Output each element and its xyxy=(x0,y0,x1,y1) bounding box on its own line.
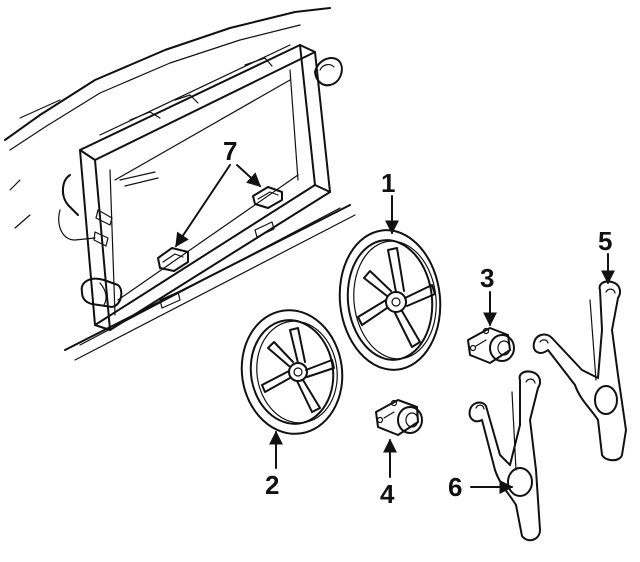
callout-4: 4 xyxy=(380,479,395,509)
callout-6: 6 xyxy=(448,472,462,502)
fan-large-part-1 xyxy=(338,229,442,371)
fan-small-part-2 xyxy=(240,309,344,435)
callout-2: 2 xyxy=(265,470,279,500)
motor-part-3 xyxy=(467,327,515,364)
bracket-part-5 xyxy=(532,280,627,462)
clip-part-7-lower xyxy=(157,247,189,272)
callout-labels: 1 2 3 4 5 6 7 xyxy=(223,136,612,509)
clip-part-7-upper xyxy=(252,186,283,209)
leader-7a xyxy=(175,164,231,248)
callout-5: 5 xyxy=(598,226,612,256)
callout-3: 3 xyxy=(480,263,494,293)
radiator-assembly xyxy=(4,7,356,361)
leader-lines xyxy=(175,164,615,494)
callout-7: 7 xyxy=(223,136,237,166)
bracket-part-6 xyxy=(468,370,541,542)
motor-part-4 xyxy=(375,399,423,436)
callout-1: 1 xyxy=(381,168,395,198)
leader-7b xyxy=(236,164,262,187)
